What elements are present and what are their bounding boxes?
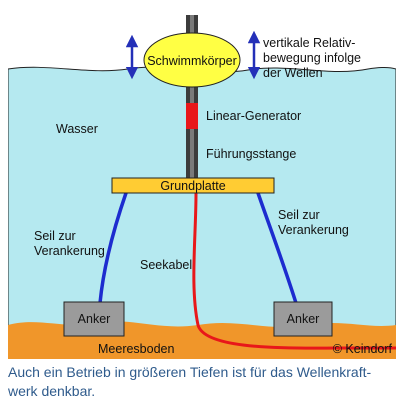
rope-left <box>98 192 128 304</box>
base-plate-label: Grundplatte <box>160 179 225 193</box>
linear-generator <box>186 103 198 129</box>
rope-left-label-1: Seil zur <box>34 229 76 243</box>
figure-caption: Auch ein Betrieb in größeren Tiefen ist … <box>8 364 372 399</box>
float-body <box>143 32 241 88</box>
wave-power-diagram: Schwimmkörper vertikale Relativ- bewegun… <box>8 7 396 359</box>
cable-label: Seekabel <box>140 258 192 272</box>
rope-right <box>256 192 298 304</box>
motion-label-3: der Wellen <box>263 66 323 80</box>
rod-label: Führungsstange <box>206 147 296 161</box>
anchor-right <box>273 301 333 337</box>
generator-label: Linear-Generator <box>206 109 301 123</box>
motion-label-2: bewegung infolge <box>263 51 361 65</box>
rope-left-label-2: Verankerung <box>34 244 105 258</box>
rope-right-label-2: Verankerung <box>278 223 349 237</box>
seabed-label: Meeresboden <box>98 342 174 356</box>
float-label: Schwimmkörper <box>147 54 237 68</box>
copyright-label: © Keindorf <box>333 342 393 356</box>
anchor-left-label: Anker <box>78 312 111 326</box>
anchor-left <box>63 301 125 337</box>
anchor-right-label: Anker <box>287 312 320 326</box>
rope-right-label-1: Seil zur <box>278 208 320 222</box>
water-label: Wasser <box>56 122 98 136</box>
motion-label-1: vertikale Relativ- <box>263 36 355 50</box>
sea-cable <box>192 192 396 350</box>
base-plate <box>111 177 275 194</box>
